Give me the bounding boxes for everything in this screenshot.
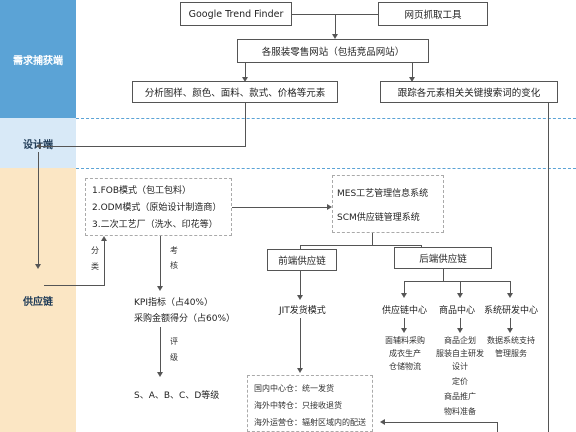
- arrow-down: [242, 77, 248, 82]
- connector: [385, 422, 497, 423]
- connector: [510, 281, 511, 293]
- arrow-down: [35, 264, 41, 269]
- connector: [160, 327, 161, 372]
- connector: [548, 103, 549, 432]
- connector: [372, 233, 373, 245]
- mode-fob: 1.FOB模式（包工包料）: [92, 186, 192, 196]
- assess-label-1: 考: [170, 246, 178, 255]
- arrow-down: [297, 368, 303, 373]
- node-product-center: 商品中心: [439, 306, 476, 316]
- lane-label-demand: 需求捕获端: [13, 55, 63, 67]
- connector: [245, 103, 246, 146]
- connector: [300, 271, 301, 295]
- connector: [300, 245, 301, 249]
- arrow-down: [457, 328, 463, 333]
- mode-odm: 2.ODM模式（原始设计制造商）: [92, 203, 222, 213]
- connector: [300, 318, 301, 368]
- connector: [232, 207, 327, 208]
- connector: [460, 281, 461, 293]
- node-grades: S、A、B、C、D等级: [134, 391, 220, 401]
- arrow-left: [36, 143, 41, 149]
- lane-separator: [76, 168, 576, 169]
- product-center-item: 服装自主研发: [436, 349, 484, 358]
- connector: [300, 245, 422, 246]
- rnd-center-item: 管理服务: [495, 349, 527, 358]
- node-purchase-score: 采购金额得分（占60%）: [134, 314, 236, 324]
- arrow-down: [409, 77, 415, 82]
- connector: [245, 63, 246, 77]
- rnd-center-item: 数据系统支持: [487, 336, 535, 345]
- warehouse-transit: 海外中转仓：只接收退货: [254, 401, 342, 410]
- connector: [404, 281, 510, 282]
- mode-secondary-factory: 3.二次工艺厂（洗水、印花等）: [92, 220, 218, 230]
- arrow-up: [101, 236, 107, 241]
- connector: [335, 14, 336, 34]
- product-center-item: 设计: [452, 362, 468, 371]
- classify-label-2: 类: [91, 262, 99, 271]
- node-kpi: KPI指标（占40%）: [134, 298, 213, 308]
- node-supply-center: 供应链中心: [382, 306, 428, 316]
- supply-center-item: 成衣生产: [389, 349, 421, 358]
- supply-center-item: 面辅料采购: [385, 336, 425, 345]
- arrow-down: [507, 328, 513, 333]
- connector: [44, 285, 104, 286]
- classify-label-1: 分: [91, 246, 99, 255]
- node-rnd-center: 系统研发中心: [484, 306, 539, 316]
- node-retail-sites: 各服装零售网站（包括竞品网站）: [237, 39, 429, 63]
- supplier-modes-group: [85, 178, 232, 236]
- lane-separator: [76, 118, 576, 119]
- assess-label-2: 核: [170, 261, 178, 270]
- arrow-left: [380, 419, 385, 425]
- product-center-item: 商品推广: [444, 392, 476, 401]
- connector: [404, 318, 405, 328]
- arrow-right: [327, 204, 332, 210]
- node-web-scraper: 网页抓取工具: [378, 2, 488, 26]
- connector: [160, 236, 161, 286]
- connector: [443, 269, 444, 281]
- product-center-item: 物料准备: [444, 407, 476, 416]
- product-center-item: 商品企划: [444, 336, 476, 345]
- connector: [38, 152, 39, 264]
- node-analyze-elements: 分析图样、颜色、面料、款式、价格等元素: [132, 81, 338, 103]
- node-jit: JIT发货模式: [279, 306, 326, 316]
- warehouse-domestic: 国内中心仓：统一发货: [254, 384, 334, 393]
- node-track-keywords: 跟踪各元素相关关键搜索词的变化: [380, 81, 558, 103]
- rating-label-2: 级: [170, 353, 178, 362]
- systems-group: [332, 175, 444, 233]
- connector: [497, 422, 498, 432]
- node-back-supply: 后端供应链: [394, 247, 492, 269]
- system-mes: MES工艺管理信息系统: [337, 189, 429, 199]
- connector: [404, 281, 405, 293]
- arrow-down: [297, 295, 303, 300]
- node-google-trend: Google Trend Finder: [180, 2, 292, 26]
- arrow-down: [401, 293, 407, 298]
- system-scm: SCM供应链管理系统: [337, 213, 420, 223]
- connector: [104, 241, 105, 286]
- arrow-down: [457, 293, 463, 298]
- product-center-item: 定价: [452, 377, 468, 386]
- connector: [41, 146, 246, 147]
- lane-label-supply: 供应链: [23, 296, 53, 308]
- warehouse-ops: 海外运营仓：辐射区域内的配送: [254, 418, 366, 427]
- arrow-down: [157, 286, 163, 291]
- arrow-down: [332, 34, 338, 39]
- connector: [460, 318, 461, 328]
- supply-center-item: 仓储物流: [389, 362, 421, 371]
- arrow-down: [157, 372, 163, 377]
- node-front-supply: 前端供应链: [267, 249, 337, 271]
- connector: [510, 318, 511, 328]
- arrow-down: [401, 328, 407, 333]
- rating-label-1: 评: [170, 337, 178, 346]
- connector: [412, 63, 413, 77]
- lane-demand-capture: 需求捕获端: [0, 0, 76, 118]
- arrow-down: [507, 293, 513, 298]
